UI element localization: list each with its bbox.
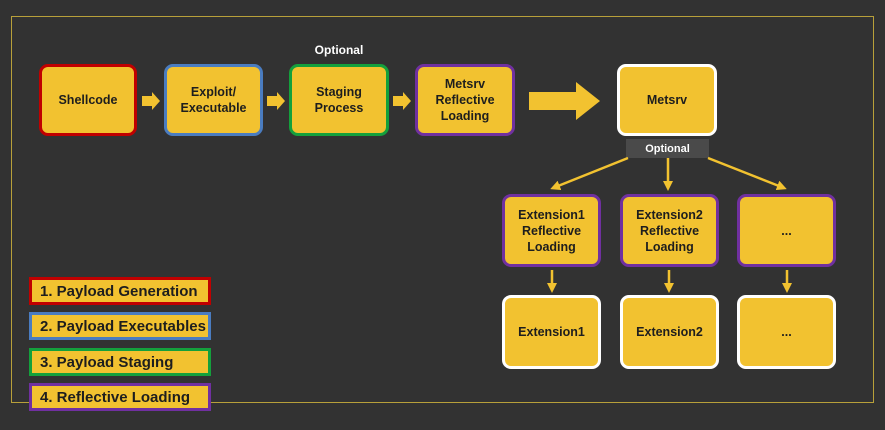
diagram-frame <box>11 16 874 403</box>
legend-payload-executables: 2. Payload Executables <box>29 312 211 340</box>
extension2-box: Extension2 <box>620 295 719 369</box>
extension-more-box: ... <box>737 295 836 369</box>
legend-payload-generation: 1. Payload Generation <box>29 277 211 305</box>
extension-more-loading-box: ... <box>737 194 836 267</box>
exploit-executable-box: Exploit/ Executable <box>164 64 263 136</box>
shellcode-box: Shellcode <box>39 64 137 136</box>
legend-reflective-loading: 4. Reflective Loading <box>29 383 211 411</box>
arrow-to-extension-more-loading <box>707 156 787 191</box>
arrow-staging-to-metsrv-loading <box>393 92 411 110</box>
optional-badge: Optional <box>626 139 709 158</box>
extension1-reflective-loading-box: Extension1 Reflective Loading <box>502 194 601 267</box>
arrow-exploit-to-staging <box>267 92 285 110</box>
arrow-shellcode-to-exploit <box>142 92 160 110</box>
metsrv-box: Metsrv <box>617 64 717 136</box>
extension1-box: Extension1 <box>502 295 601 369</box>
metsrv-reflective-loading-box: Metsrv Reflective Loading <box>415 64 515 136</box>
staging-process-box: Staging Process <box>289 64 389 136</box>
extension2-reflective-loading-box: Extension2 Reflective Loading <box>620 194 719 267</box>
arrow-big-to-metsrv <box>529 82 600 120</box>
legend-payload-staging: 3. Payload Staging <box>29 348 211 376</box>
optional-label: Optional <box>314 43 364 57</box>
arrow-to-extension1-loading <box>550 156 629 191</box>
